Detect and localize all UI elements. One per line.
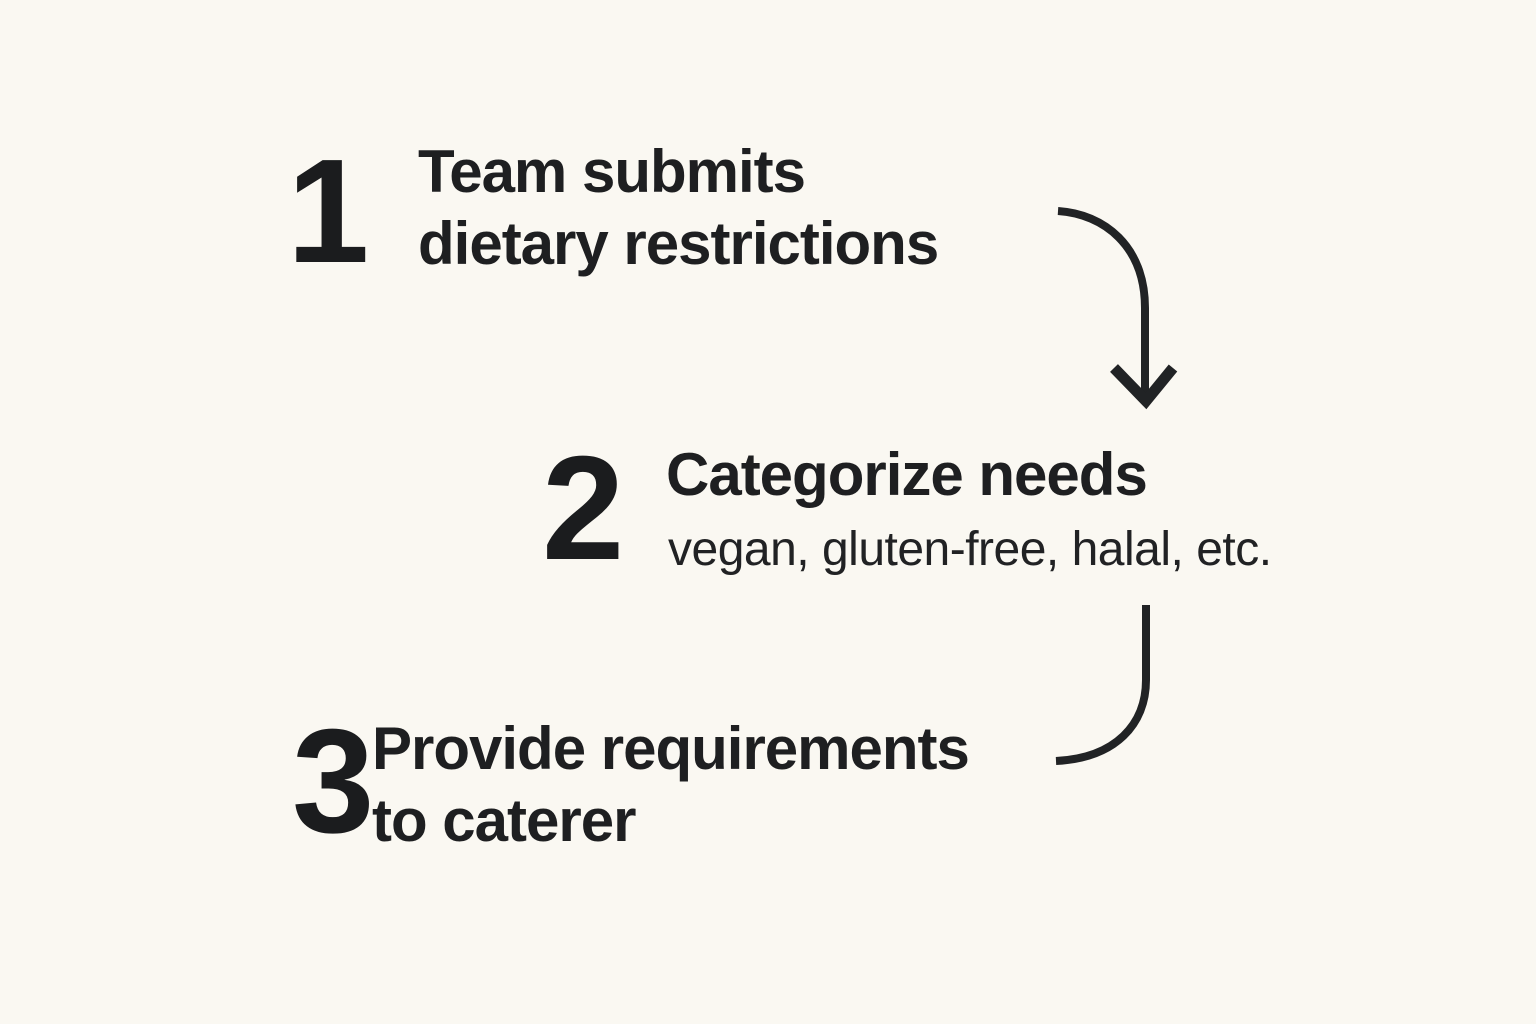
step-2-title: Categorize needs — [666, 439, 1148, 511]
curve-step2-to-step3-line — [1055, 605, 1150, 765]
arrow-step1-to-step2-shaft — [1057, 207, 1149, 396]
step-2-subtitle: vegan, gluten-free, halal, etc. — [668, 523, 1272, 576]
step-3-title-line-2: to caterer — [372, 787, 636, 854]
step-2-number: 2 — [542, 426, 624, 591]
arrow-step1-to-step2-arrowhead-icon — [1110, 364, 1178, 410]
step-3-title: Provide requirements to caterer — [372, 713, 970, 857]
step-3-title-line-1: Provide requirements — [372, 715, 970, 782]
arrow-step1-to-step2-icon — [1057, 207, 1178, 410]
step-3-number: 3 — [292, 699, 374, 864]
curve-step2-to-step3-icon — [1055, 605, 1150, 765]
step-2-title-line-1: Categorize needs — [666, 441, 1148, 508]
step-1-title: Team submits dietary restrictions — [418, 136, 939, 280]
step-1-title-line-1: Team submits — [418, 138, 806, 205]
step-1-title-line-2: dietary restrictions — [418, 210, 939, 277]
step-1-number: 1 — [287, 129, 369, 294]
